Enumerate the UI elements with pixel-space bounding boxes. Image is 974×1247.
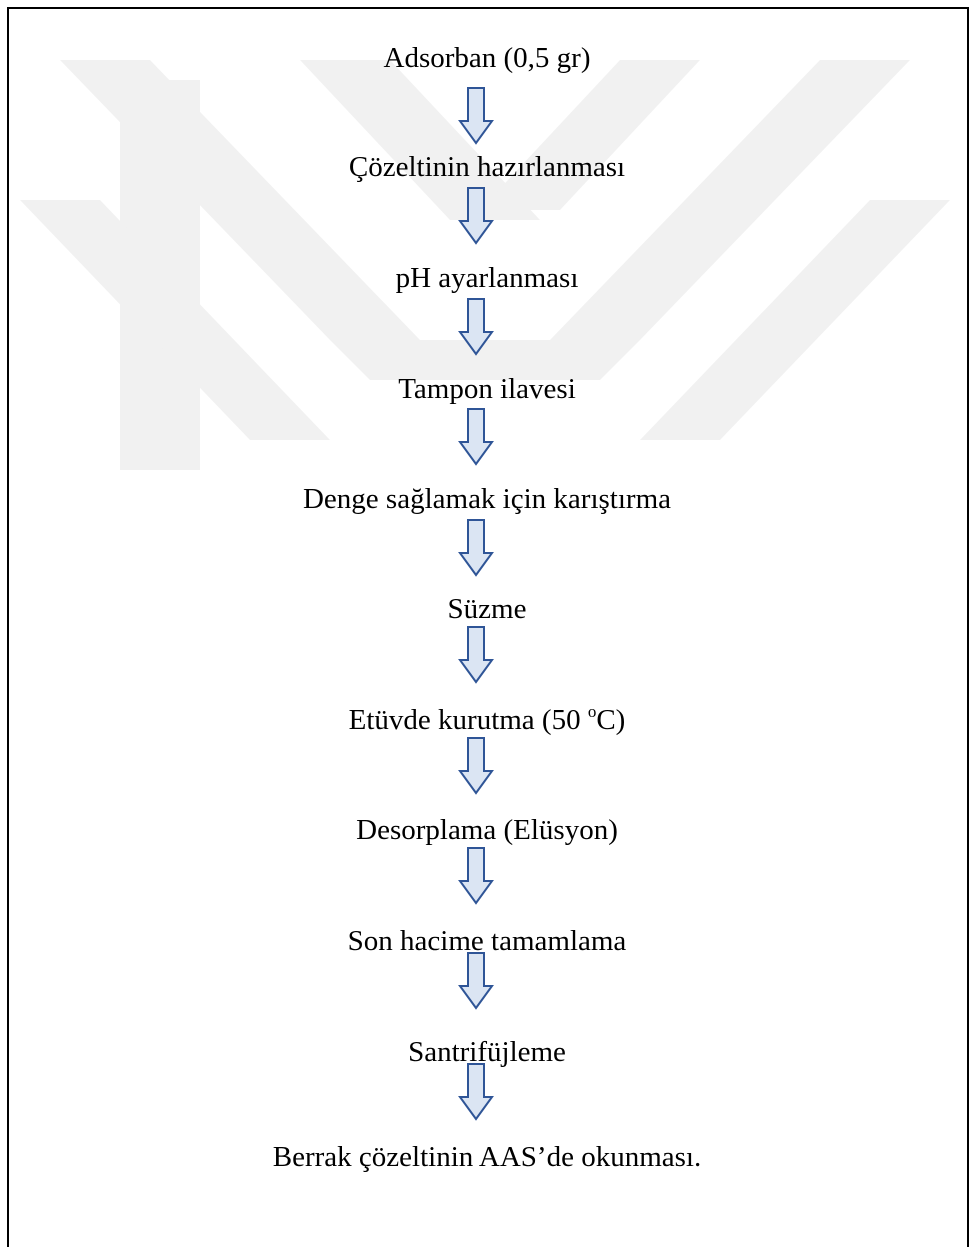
step-6-text: Süzme [447,593,527,625]
down-arrow-icon [458,952,494,1010]
step-1-text: Adsorban (0,5 gr) [383,42,591,74]
step-2-text: Çözeltinin hazırlanması [348,151,626,183]
down-arrow-icon [458,298,494,356]
step-6-label: Süzme [0,592,974,626]
step-5-text: Denge sağlamak için karıştırma [302,483,671,515]
step-11-text: Berrak çözeltinin AAS’de okunması. [272,1141,702,1173]
step-3-text: pH ayarlanması [395,262,579,294]
step-8-text: Desorplama (Elüsyon) [356,814,618,846]
step-7-superscript: o [587,702,597,721]
diagram-frame [7,7,969,1247]
down-arrow-icon [458,187,494,245]
step-8-label: Desorplama (Elüsyon) [0,813,974,847]
down-arrow-icon [458,737,494,795]
step-4-label: Tampon ilavesi [0,372,974,406]
down-arrow-icon [458,1063,494,1121]
step-4-text: Tampon ilavesi [398,373,576,405]
step-10-text: Santrifüjleme [408,1036,566,1068]
step-9-text: Son hacime tamamlama [347,925,627,957]
step-3-label: pH ayarlanması [0,261,974,295]
step-11-label: Berrak çözeltinin AAS’de okunması. [0,1140,974,1174]
down-arrow-icon [458,847,494,905]
down-arrow-icon [458,626,494,684]
step-1-label: Adsorban (0,5 gr) [0,41,974,75]
step-7-label: Etüvde kurutma (50 oC) [0,703,974,737]
step-2-label: Çözeltinin hazırlanması [0,150,974,184]
down-arrow-icon [458,408,494,466]
step-9-label: Son hacime tamamlama [0,924,974,958]
step-7-suffix: C) [596,704,626,736]
step-10-label: Santrifüjleme [0,1035,974,1069]
down-arrow-icon [458,519,494,577]
step-5-label: Denge sağlamak için karıştırma [0,482,974,516]
step-7-text: Etüvde kurutma (50 [348,704,588,736]
down-arrow-icon [458,87,494,145]
